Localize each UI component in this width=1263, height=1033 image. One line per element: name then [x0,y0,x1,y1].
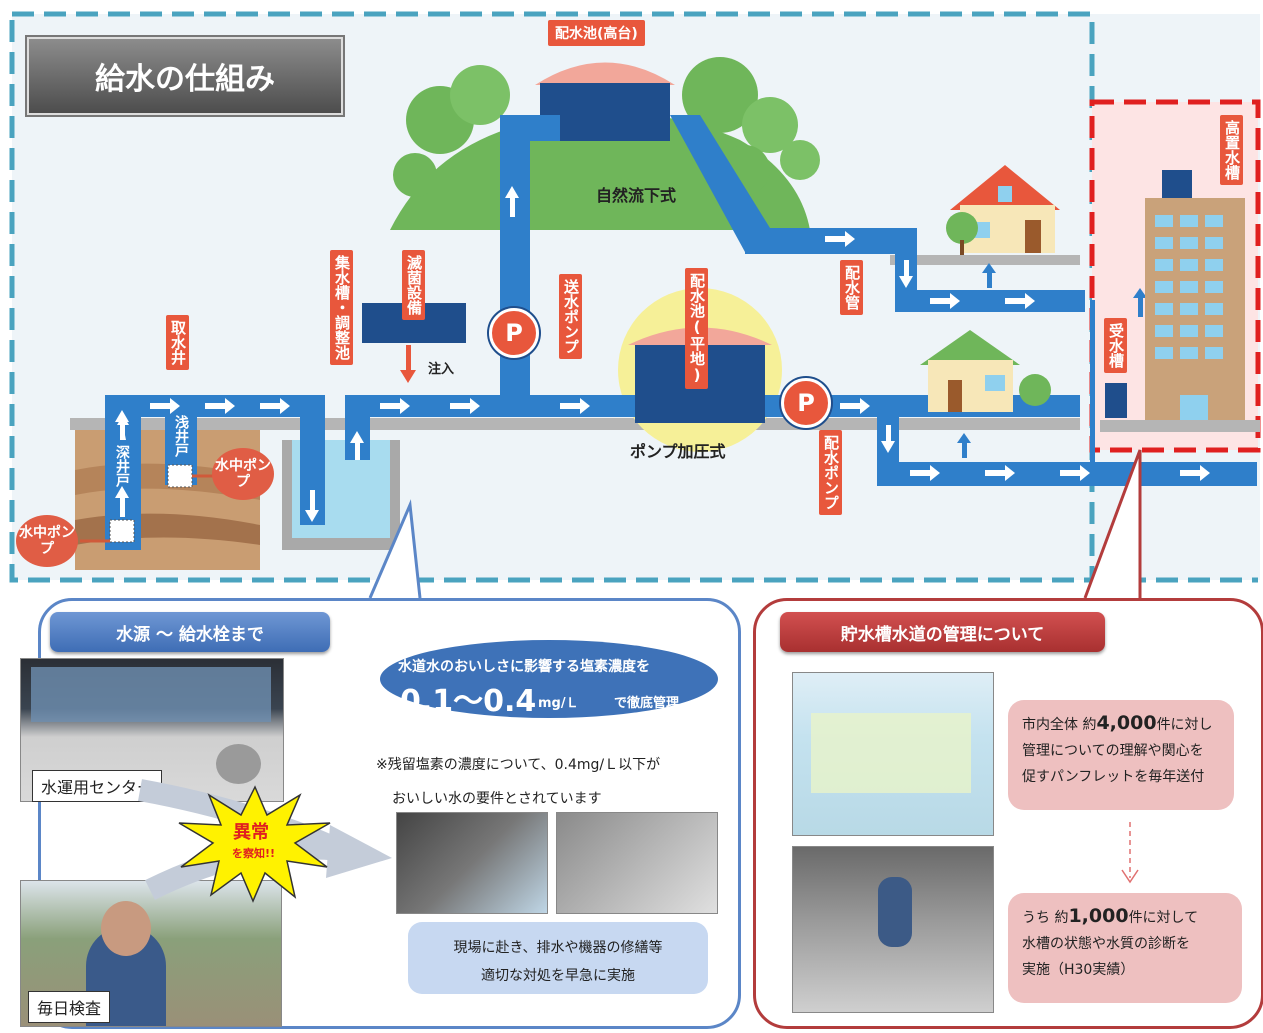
hydrant-photo [396,812,548,914]
deep-well-label: 深井戸 [114,445,130,487]
box2-count: 1,000 [1068,905,1129,927]
pump-pressure-label: ポンプ加圧式 [630,442,726,461]
box1-suffix: 件に対し [1156,717,1213,733]
reservoir-flat-label: 配水池(平地) [685,268,708,389]
sterilization-label: 滅菌設備 [402,250,425,320]
collection-tank-label: 集水槽・調整池 [330,250,353,365]
alert-subtitle: を察知!! [232,847,276,860]
distribution-pipe-label: 配水管 [840,260,863,315]
alert-title: 異常 [233,822,269,843]
chlorine-value: 0.1～0.4 [400,684,537,719]
pamphlet-photo [792,672,994,836]
daily-inspection-caption: 毎日検査 [28,991,111,1023]
water-source-heading: 水源 ～ 給水栓まで [50,612,330,652]
page-title: 給水の仕組み [27,37,343,115]
tank-inspection-photo [792,846,994,1013]
action-line-1: 現場に赴き、排水や機器の修繕等 [453,940,663,956]
box2-suffix: 件に対して [1128,910,1199,926]
box1-line-3: 促すパンフレットを毎年送付 [1022,769,1205,785]
pump-icon: P [781,378,831,428]
box1-line-2: 管理についての理解や関心を [1022,743,1204,759]
submersible-pump-label-1: 水中ポンプ [16,515,78,567]
intake-well-label: 取水井 [166,315,189,370]
down-arrow-icon [1121,822,1139,884]
water-supply-diagram [9,11,1261,583]
pump-icon: P [489,308,539,358]
elevated-tank-label: 高置水槽 [1220,115,1243,185]
reservoir-high-label: 配水池(高台) [548,20,645,46]
chlorine-ellipse [380,640,718,718]
shallow-well-label: 浅井戸 [173,415,189,457]
injection-label: 注入 [428,362,455,377]
diagnosis-info-box: うち 約1,000件に対して 水槽の状態や水質の診断を 実施（H30実績） [1008,893,1242,1003]
action-line-2: 適切な対処を早急に実施 [481,968,635,984]
chlorine-text: 水道水のおいしさに影響する塩素濃度を [398,659,650,675]
transmission-pump-label: 送水ポンプ [559,274,582,359]
chlorine-unit: mg/Ｌ [538,696,579,711]
submersible-pump-label-2: 水中ポンプ [212,448,274,500]
chlorine-suffix: で徹底管理 [614,696,680,711]
storage-tank-heading: 貯水槽水道の管理について [780,612,1105,652]
box2-line-3: 実施（H30実績） [1022,962,1135,978]
box2-line-2: 水槽の状態や水質の診断を [1022,936,1190,952]
water-test-photo [556,812,718,914]
alert-burst-icon [178,785,331,903]
box1-count: 4,000 [1096,712,1157,734]
receiving-tank-label: 受水槽 [1104,318,1127,373]
control-center-caption: 水運用センター [32,770,163,802]
residual-chlorine-note-2: おいしい水の要件とされています [392,791,602,807]
distribution-pump-label: 配水ポンプ [819,430,842,515]
gravity-flow-label: 自然流下式 [596,186,677,205]
box1-prefix: 市内全体 約 [1022,717,1097,733]
pamphlet-info-box: 市内全体 約4,000件に対し 管理についての理解や関心を 促すパンフレットを毎… [1008,700,1234,810]
box2-prefix: うち 約 [1022,910,1069,926]
action-box: 現場に赴き、排水や機器の修繕等 適切な対処を早急に実施 [408,922,708,994]
residual-chlorine-note: ※残留塩素の濃度について、0.4mg/Ｌ以下が [376,757,661,773]
